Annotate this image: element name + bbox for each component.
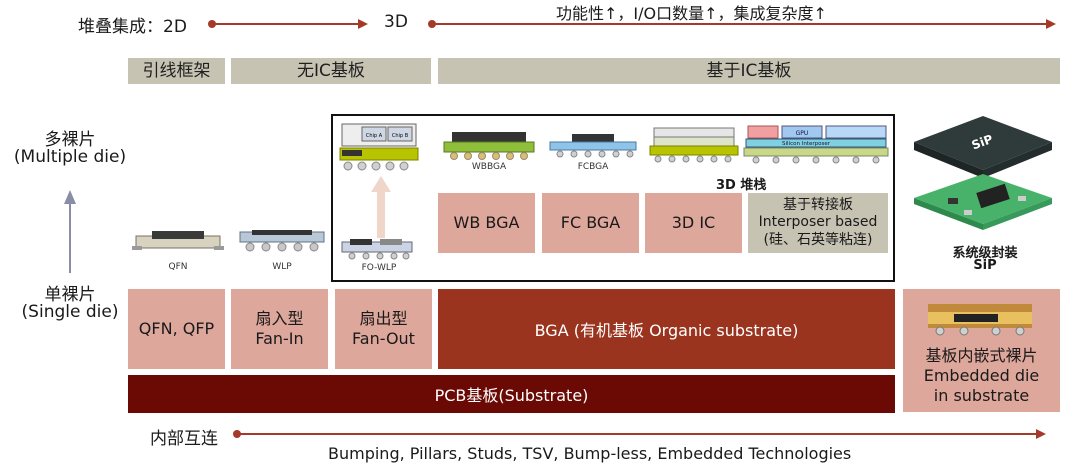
- stack-3d-caption: 3D 堆栈: [716, 178, 767, 193]
- pcb-substrate-bar: PCB基板(Substrate): [128, 375, 895, 413]
- single-die-cn: 单裸片: [44, 285, 96, 305]
- sip-label-cn: 系统级封装: [952, 246, 1018, 261]
- chip-a-label: Chip A: [366, 133, 383, 139]
- ic-3d-box: 3D IC: [645, 193, 742, 253]
- axis-line-functionality: [432, 23, 1046, 25]
- functionality-label: 功能性↑，I/O口数量↑，集成复杂度↑: [556, 4, 827, 23]
- stack-3d-frame: [331, 114, 895, 282]
- vertical-axis-line: [69, 203, 71, 273]
- interposer-note: (硅、石英等粘连): [763, 231, 873, 248]
- fan-out-box: 扇出型 Fan-Out: [335, 289, 432, 369]
- axis-line-2d-3d: [212, 23, 360, 25]
- interposer-cn: 基于转接板: [783, 196, 853, 213]
- sip-label-en: SiP: [973, 258, 997, 273]
- qfn-caption: QFN: [168, 262, 188, 272]
- wbbga-package-image: [443, 132, 535, 160]
- fan-out-en: Fan-Out: [352, 329, 415, 348]
- fan-in-box: 扇入型 Fan-In: [231, 289, 328, 369]
- arrow-head-icon: [358, 19, 368, 29]
- interconnect-technologies: Bumping, Pillars, Studs, TSV, Bump-less,…: [328, 444, 852, 463]
- qfn-package-image: [132, 231, 224, 250]
- ic-3d-package-image: [649, 127, 739, 163]
- multi-die-en: (Multiple die): [13, 147, 127, 167]
- fc-bga-box: FC BGA: [542, 193, 639, 253]
- sip-chip-label: SiP: [970, 132, 995, 153]
- single-die-en: (Single die): [21, 302, 119, 322]
- category-no-ic-substrate: 无IC基板: [231, 58, 431, 84]
- qfn-qfp-box: QFN, QFP: [128, 289, 225, 369]
- fcbga-package-image: [549, 134, 637, 158]
- fo-wlp-caption: FO-WLP: [361, 263, 397, 273]
- category-lead-frame: 引线框架: [128, 58, 225, 84]
- chip-b-label: Chip B: [392, 133, 409, 139]
- stack-3d-label: 3D: [384, 12, 408, 32]
- fan-out-cn: 扇出型: [359, 309, 408, 328]
- silicon-interposer-label: Silicon Interposer: [782, 141, 831, 147]
- up-arrow-icon: [371, 176, 391, 192]
- embedded-cn: 基板内嵌式裸片: [925, 346, 1038, 365]
- interposer-box: 基于转接板 Interposer based (硅、石英等粘连): [748, 193, 888, 253]
- embedded-en-1: Embedded die: [923, 366, 1040, 385]
- sip-image: SiP: [914, 116, 1052, 230]
- wbbga-caption: WBBGA: [471, 162, 507, 172]
- category-ic-substrate: 基于IC基板: [438, 58, 1060, 84]
- multi-die-cn: 多裸片: [44, 130, 96, 150]
- stack-2d-label: 堆叠集成：2D: [78, 17, 187, 37]
- interposer-package-image: GPU Silicon Interposer: [743, 125, 889, 164]
- interposer-en: Interposer based: [758, 214, 878, 231]
- wb-bga-box: WB BGA: [438, 193, 535, 253]
- axis-line-interconnect: [237, 433, 1037, 435]
- bga-organic-box: BGA (有机基板 Organic substrate): [438, 289, 895, 369]
- interconnect-label: 内部互连: [150, 429, 218, 449]
- fo-wlp-package-image: [341, 239, 413, 260]
- fan-in-cn: 扇入型: [255, 309, 304, 328]
- embedded-die-image: [928, 304, 1032, 336]
- fan-in-en: Fan-In: [255, 329, 304, 348]
- gpu-label: GPU: [796, 130, 809, 137]
- embedded-en-2: in substrate: [933, 386, 1030, 405]
- fcbga-caption: FCBGA: [577, 162, 609, 172]
- up-arrow-shaft: [377, 190, 385, 238]
- stacked-chip-image: Chip A Chip B: [339, 123, 419, 171]
- wlp-package-image: [239, 230, 325, 252]
- arrow-head-icon: [1046, 19, 1056, 29]
- arrow-head-icon: [1036, 429, 1046, 439]
- wlp-caption: WLP: [272, 262, 292, 272]
- up-arrow-icon: [64, 190, 76, 204]
